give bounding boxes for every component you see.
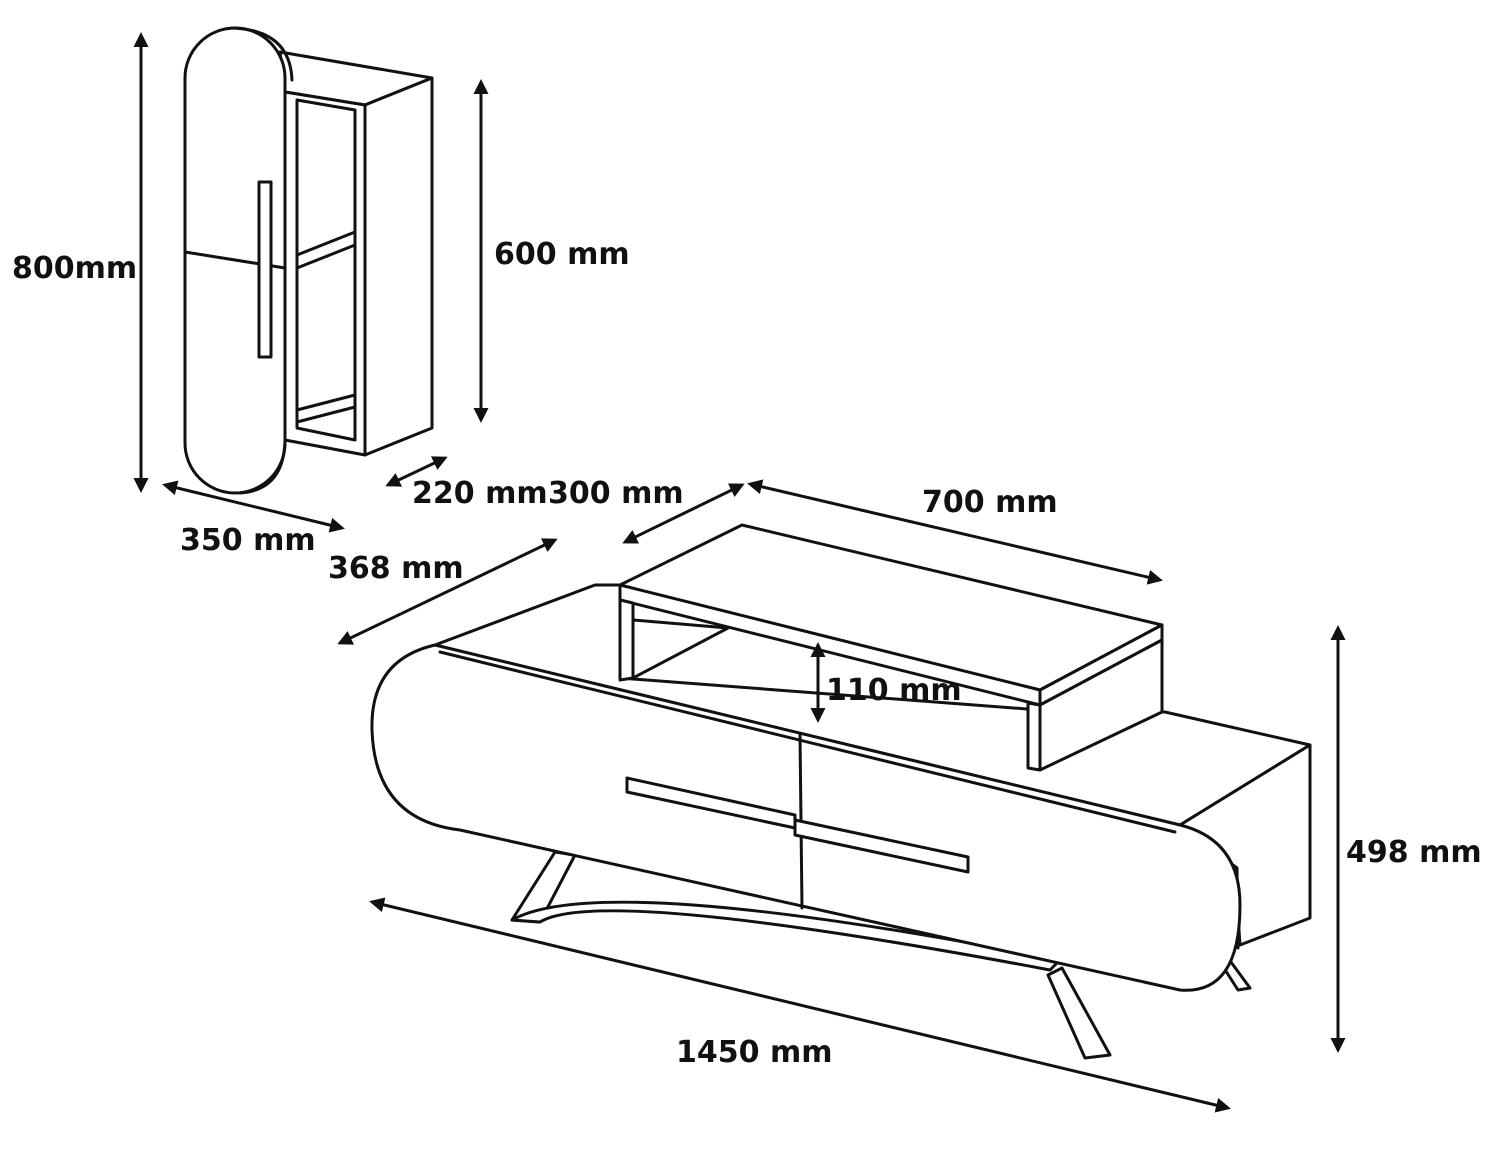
dimension-labels: 800mm 600 mm 350 mm 220 mm 300 mm 700 mm… xyxy=(12,237,1482,1070)
door-edge-top xyxy=(230,26,294,82)
cabinet-bottom-shelf xyxy=(295,393,357,424)
right-door-handle xyxy=(793,818,970,874)
dim-line-300 xyxy=(622,483,745,544)
door-handle xyxy=(257,180,273,359)
label-300mm: 300 mm xyxy=(548,476,684,511)
shelf-left-support xyxy=(618,598,635,682)
label-1450mm: 1450 mm xyxy=(676,1035,832,1070)
label-800mm: 800mm xyxy=(12,251,137,286)
tv-unit xyxy=(370,523,1312,1060)
label-350mm: 350 mm xyxy=(180,523,316,558)
cabinet-middle-shelf xyxy=(295,230,357,270)
dim-line-350 xyxy=(162,480,345,533)
tv-unit-front-top-edge xyxy=(438,650,1177,834)
cabinet-side-panel xyxy=(363,76,434,457)
dim-line-1450 xyxy=(369,897,1231,1113)
dimension-lines xyxy=(133,32,1346,1113)
right-leg xyxy=(1046,966,1112,1060)
label-700mm: 700 mm xyxy=(922,485,1058,520)
label-600mm: 600 mm xyxy=(494,237,630,272)
shelf-right-support xyxy=(1026,701,1042,772)
dim-line-220 xyxy=(385,456,448,487)
label-368mm: 368 mm xyxy=(328,551,464,586)
dim-line-700 xyxy=(747,479,1163,585)
dim-line-368 xyxy=(337,538,558,645)
wall-cabinet xyxy=(183,26,434,495)
label-110mm: 110 mm xyxy=(826,673,962,708)
label-220mm: 220 mm xyxy=(412,476,548,511)
shelf-left-support-inner xyxy=(631,618,730,680)
shelf-right-support-side xyxy=(1038,638,1164,772)
label-498mm: 498 mm xyxy=(1346,835,1482,870)
cabinet-inner-opening xyxy=(295,98,357,442)
